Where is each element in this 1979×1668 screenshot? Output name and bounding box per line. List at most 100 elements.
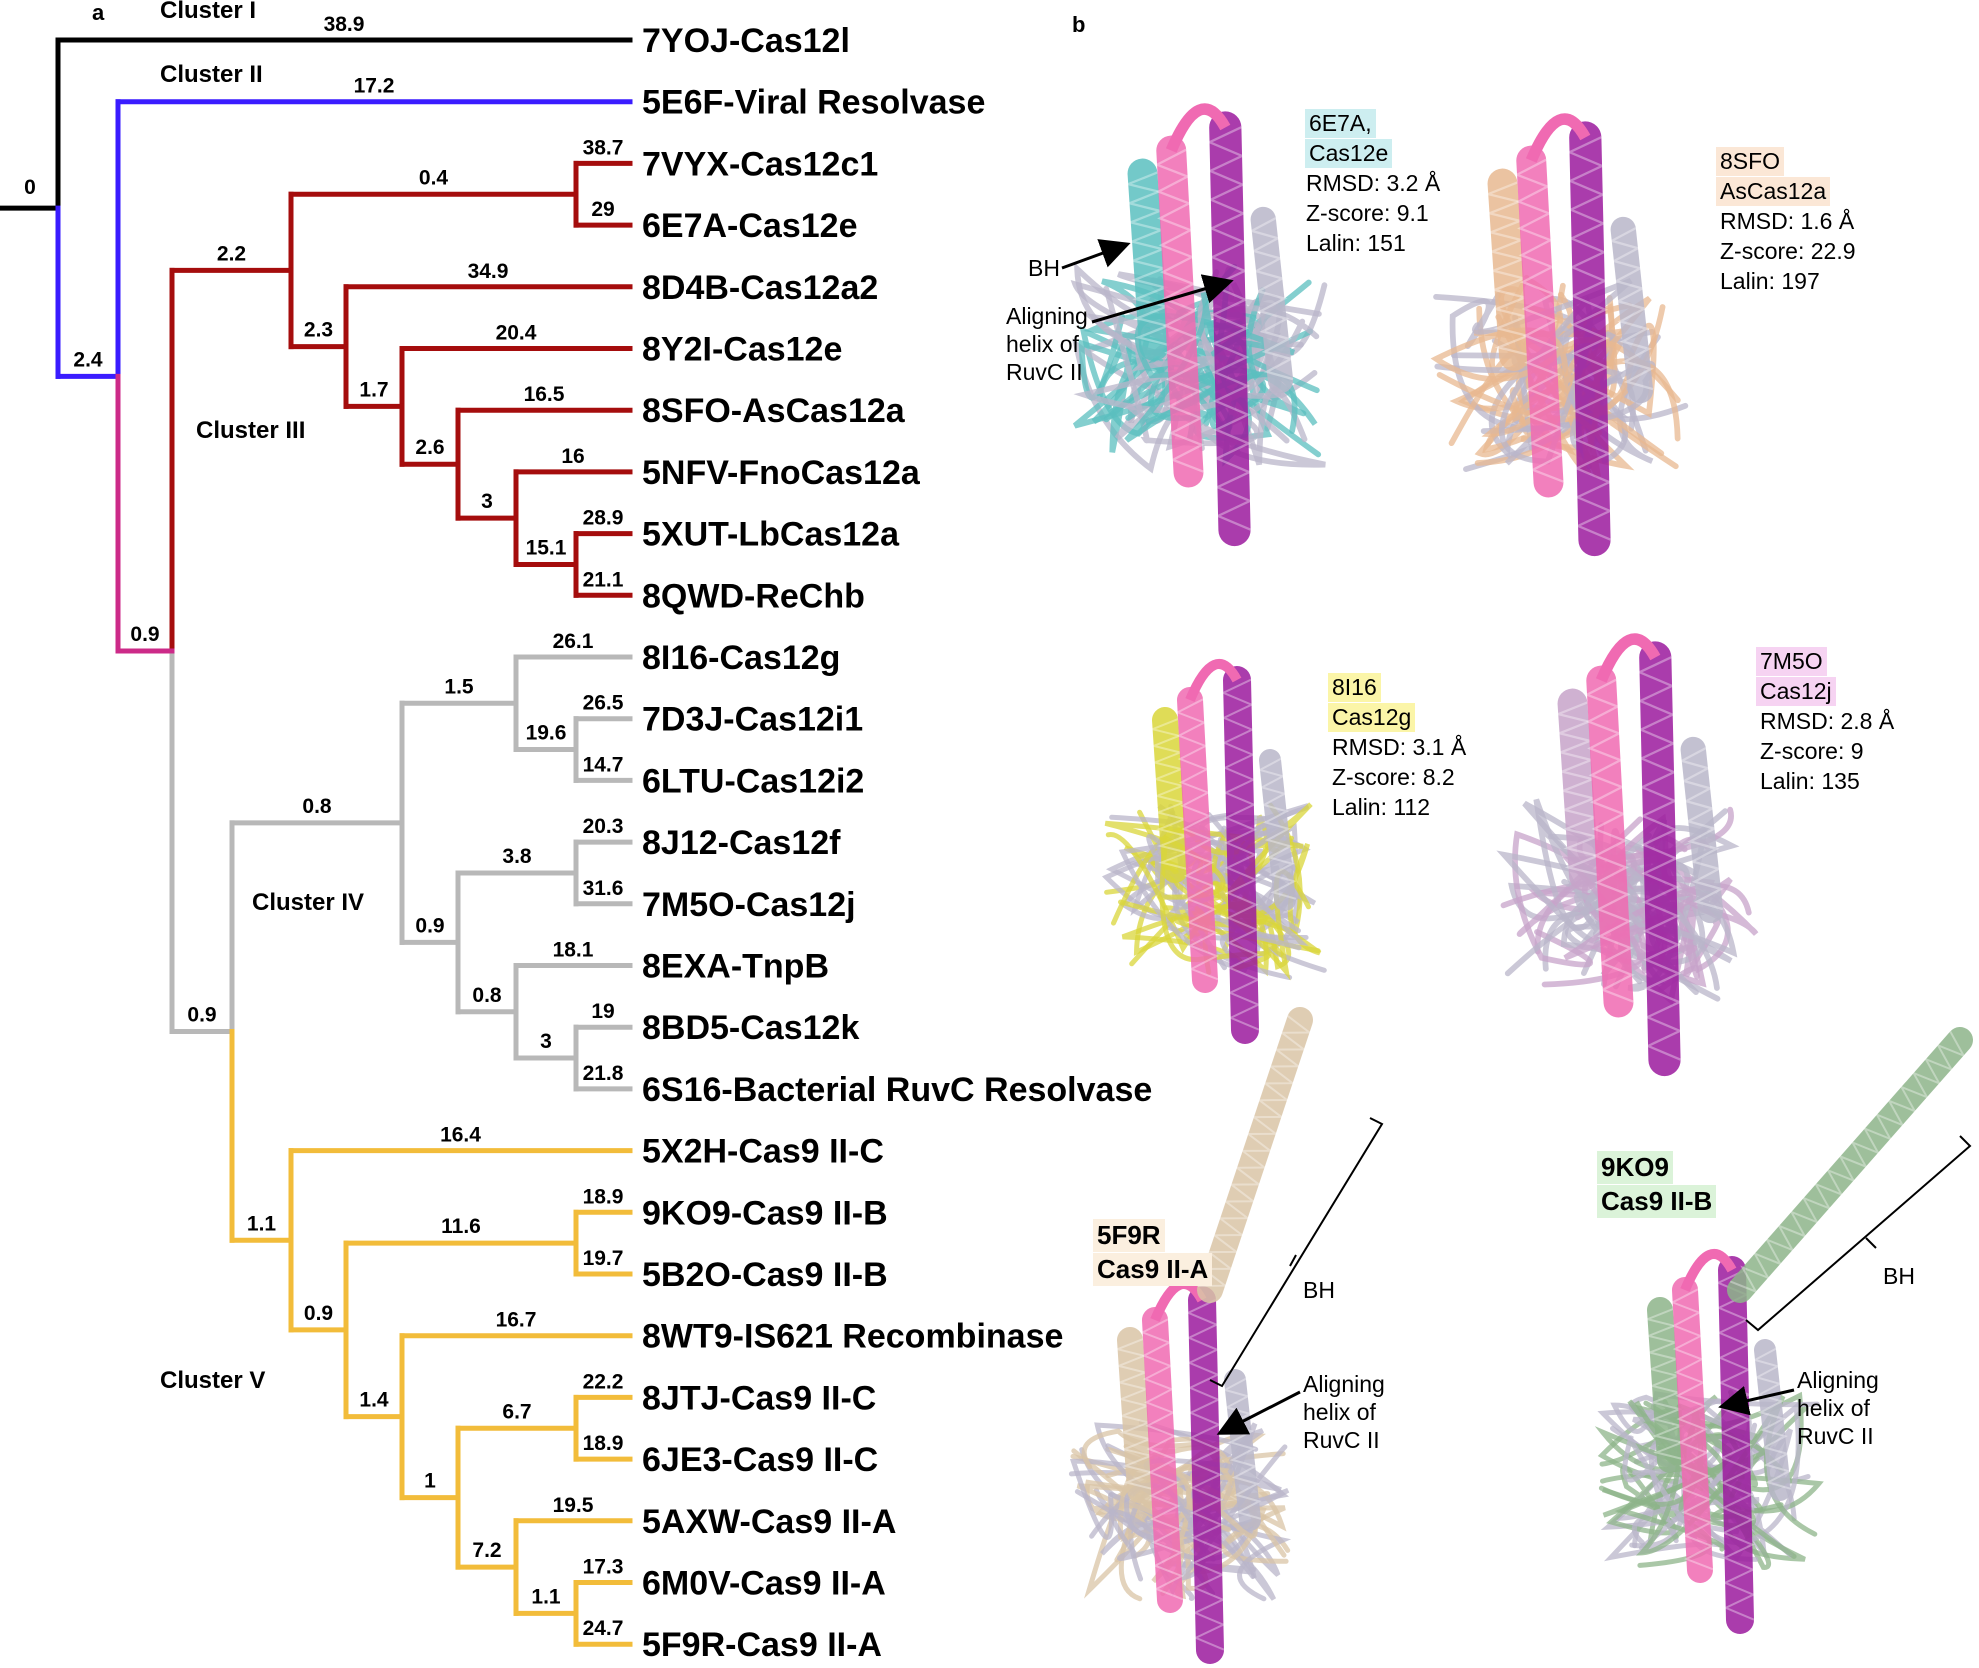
helix-body xyxy=(1569,121,1611,557)
bh-bracket-5f9r xyxy=(1209,1117,1384,1388)
leaf-branch-value: 18.1 xyxy=(553,939,594,962)
zscore-8i16: Z-score: 8.2 xyxy=(1332,764,1455,790)
node-value: 6.7 xyxy=(502,1400,531,1423)
helix-body xyxy=(1259,749,1296,911)
info-5f9r: 5F9R Cas9 II-A xyxy=(1093,1218,1213,1286)
info-8i16: 8I16 Cas12g RMSD: 3.1 Å Z-score: 8.2 Lal… xyxy=(1328,672,1466,822)
leaf-label: 8WT9-IS621 Recombinase xyxy=(642,1318,1063,1356)
leaf-branch-value: 20.4 xyxy=(496,322,537,345)
zscore-6e7a: Z-score: 9.1 xyxy=(1306,200,1429,226)
node-value: 2.3 xyxy=(304,319,333,342)
panel-letter-a: a xyxy=(92,0,105,25)
node-value: 1.1 xyxy=(247,1212,277,1235)
helix-body xyxy=(1223,666,1259,1044)
bh-label-5f9r: BH xyxy=(1303,1277,1335,1303)
zscore-7m5o: Z-score: 9 xyxy=(1760,738,1864,764)
hairpin-loop xyxy=(1525,113,1591,163)
title-7m5o-1: 7M5O xyxy=(1756,647,1827,676)
leaf-branch-value: 19.5 xyxy=(553,1494,594,1517)
helix-body xyxy=(1672,1277,1713,1583)
title-9ko9-1: 9KO9 xyxy=(1597,1151,1673,1184)
helix-body xyxy=(1727,1027,1973,1303)
leaf-label: 7M5O-Cas12j xyxy=(642,886,856,924)
leaf-branch-value: 21.8 xyxy=(583,1062,624,1085)
node-value: 19.6 xyxy=(526,722,567,745)
helix-body xyxy=(1639,641,1681,1077)
helix-turns xyxy=(1752,1347,1792,1490)
leaf-branch-value: 21.1 xyxy=(583,568,624,591)
leaf-label: 6JE3-Cas9 II-C xyxy=(642,1441,878,1479)
leaf-branch-value: 38.9 xyxy=(324,13,365,36)
coil-loop xyxy=(1103,285,1260,447)
node-value: 2.4 xyxy=(73,348,103,371)
leaf-label: 5B2O-Cas9 II-B xyxy=(642,1256,888,1294)
helix-body xyxy=(1754,1339,1791,1501)
structure-7m5o xyxy=(1496,633,1759,1077)
leaf-branch-value: 17.2 xyxy=(354,75,395,98)
node-value: 1.5 xyxy=(444,675,474,698)
leaf-label: 6S16-Bacterial RuvC Resolvase xyxy=(642,1071,1152,1109)
leaf-label: 5AXW-Cas9 II-A xyxy=(642,1503,896,1541)
leaf-label: 8JTJ-Cas9 II-C xyxy=(642,1379,876,1417)
rmsd-6e7a: RMSD: 3.2 Å xyxy=(1306,170,1441,196)
helix-turns xyxy=(1484,181,1532,357)
leaf-branch-value: 26.1 xyxy=(553,630,594,653)
helix-turns xyxy=(1149,718,1191,871)
leaf-branch-value: 16.5 xyxy=(524,383,565,406)
leaf-branch-value: 18.9 xyxy=(583,1185,624,1208)
leaf-label: 7D3J-Cas12i1 xyxy=(642,701,863,739)
cluster-label: Cluster II xyxy=(160,61,263,88)
helix-turns xyxy=(1140,1318,1185,1601)
helix-turns xyxy=(1124,171,1172,347)
helix-body xyxy=(1152,707,1188,883)
node-value: 1.1 xyxy=(531,1585,561,1608)
title-8sfo-1: 8SFO xyxy=(1716,147,1785,176)
helix-body xyxy=(1680,736,1724,924)
info-6e7a: 6E7A, Cas12e RMSD: 3.2 Å Z-score: 9.1 La… xyxy=(1305,108,1440,258)
structure-5f9r xyxy=(1068,1007,1313,1664)
leaf-label: 8D4B-Cas12a2 xyxy=(642,269,878,307)
leaf-branch-value: 18.9 xyxy=(583,1432,624,1455)
aligning-line-1: Aligning xyxy=(1303,1371,1385,1397)
panel-letter-b: b xyxy=(1072,12,1085,37)
structure-8sfo xyxy=(1430,113,1689,557)
title-8i16-1: 8I16 xyxy=(1328,673,1381,702)
node-value: 3.8 xyxy=(502,845,532,868)
helix-turns xyxy=(1584,678,1635,1003)
leaf-label: 8SFO-AsCas12a xyxy=(642,392,906,430)
coil-loop xyxy=(1157,834,1271,972)
phylogenetic-tree xyxy=(0,37,633,1647)
node-value: 0 xyxy=(24,176,36,199)
title-5f9r-2: Cas9 II-A xyxy=(1093,1253,1213,1286)
helix-turns xyxy=(1206,126,1253,531)
leaf-label: 7VYX-Cas12c1 xyxy=(642,145,878,183)
leaf-branch-value: 14.7 xyxy=(583,753,624,776)
bh-label-9ko9: BH xyxy=(1883,1263,1915,1289)
helix-turns xyxy=(1514,158,1565,483)
leaf-branch-value: 31.6 xyxy=(583,877,624,900)
node-value: 2.6 xyxy=(415,436,444,459)
leaf-label: 5F9R-Cas9 II-A xyxy=(642,1626,882,1664)
leaf-branch-value: 38.7 xyxy=(583,136,624,159)
leaf-label: 5NFV-FnoCas12a xyxy=(642,454,921,492)
helix-turns xyxy=(1566,136,1613,541)
helix-body xyxy=(1188,1286,1224,1664)
title-7m5o-2: Cas12j xyxy=(1756,677,1836,706)
helix-turns xyxy=(1197,1015,1313,1287)
leaf-branch-value: 34.9 xyxy=(468,260,509,283)
node-value: 0.4 xyxy=(419,166,449,189)
helix-body xyxy=(1197,1007,1313,1303)
cluster-label: Cluster IV xyxy=(252,889,364,916)
hairpin-loop xyxy=(1680,1249,1737,1292)
rmsd-8sfo: RMSD: 1.6 Å xyxy=(1720,208,1855,234)
helix-body xyxy=(1250,206,1294,394)
leaf-branch-value: 28.9 xyxy=(583,507,624,530)
helix-body xyxy=(1177,687,1218,993)
aligning-label-5f9r: Aligning helix of RuvC II xyxy=(1303,1370,1385,1454)
helix-body xyxy=(1586,665,1634,1018)
node-value: 0.9 xyxy=(187,1004,216,1027)
lalin-6e7a: Lalin: 151 xyxy=(1306,230,1406,256)
lalin-7m5o: Lalin: 135 xyxy=(1760,768,1860,794)
